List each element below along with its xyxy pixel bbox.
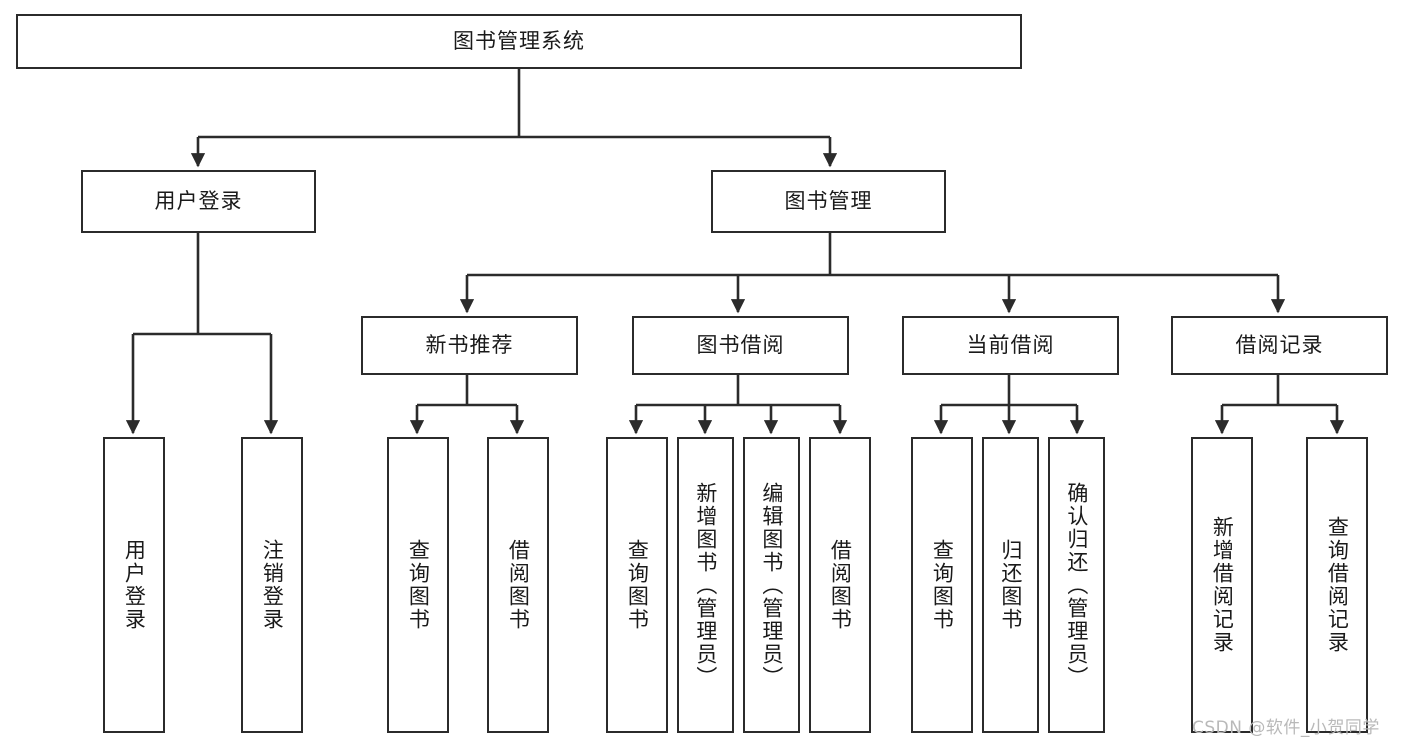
node-book-management[interactable]: 图书管理 [711, 170, 946, 233]
node-borrow-record[interactable]: 借阅记录 [1171, 316, 1388, 375]
node-new-book-recommend[interactable]: 新书推荐 [361, 316, 578, 375]
node-book-borrow[interactable]: 图书借阅 [632, 316, 849, 375]
leaf-add-book-admin[interactable]: 新增图书（管理员） [677, 437, 734, 733]
node-label: 新增借阅记录 [1210, 516, 1235, 654]
leaf-user-login[interactable]: 用户登录 [103, 437, 165, 733]
leaf-borrow-book-recommend[interactable]: 借阅图书 [487, 437, 549, 733]
node-label: 借阅图书 [828, 539, 853, 631]
csdn-watermark: CSDN @软件_小贺同学 [1192, 718, 1380, 738]
leaf-confirm-return-admin[interactable]: 确认归还（管理员） [1048, 437, 1105, 733]
node-user-login[interactable]: 用户登录 [81, 170, 316, 233]
leaf-return-book[interactable]: 归还图书 [982, 437, 1039, 733]
leaf-query-book-recommend[interactable]: 查询图书 [387, 437, 449, 733]
node-label: 借阅图书 [506, 539, 531, 631]
node-label: 确认归还（管理员） [1064, 481, 1089, 689]
node-label: 新书推荐 [425, 332, 514, 357]
node-label: 归还图书 [998, 539, 1023, 631]
node-label: 图书管理系统 [453, 28, 585, 53]
leaf-borrow-book[interactable]: 借阅图书 [809, 437, 871, 733]
node-label: 查询图书 [930, 539, 955, 631]
node-label: 图书管理 [784, 188, 873, 213]
leaf-query-borrow-record[interactable]: 查询借阅记录 [1306, 437, 1368, 733]
node-label: 用户登录 [154, 188, 243, 213]
leaf-edit-book-admin[interactable]: 编辑图书（管理员） [743, 437, 800, 733]
node-label: 用户登录 [122, 539, 147, 631]
node-current-borrow[interactable]: 当前借阅 [902, 316, 1119, 375]
node-label: 注销登录 [260, 539, 285, 631]
leaf-query-book-current[interactable]: 查询图书 [911, 437, 973, 733]
leaf-add-borrow-record[interactable]: 新增借阅记录 [1191, 437, 1253, 733]
node-label: 查询图书 [406, 539, 431, 631]
node-label: 图书借阅 [696, 332, 785, 357]
leaf-query-book-borrow[interactable]: 查询图书 [606, 437, 668, 733]
node-label: 查询图书 [625, 539, 650, 631]
node-label: 编辑图书（管理员） [759, 481, 784, 689]
leaf-logout[interactable]: 注销登录 [241, 437, 303, 733]
node-label: 新增图书（管理员） [693, 481, 718, 689]
node-label: 查询借阅记录 [1325, 516, 1350, 654]
node-label: 借阅记录 [1235, 332, 1324, 357]
node-label: 当前借阅 [966, 332, 1055, 357]
node-root-system[interactable]: 图书管理系统 [16, 14, 1022, 69]
